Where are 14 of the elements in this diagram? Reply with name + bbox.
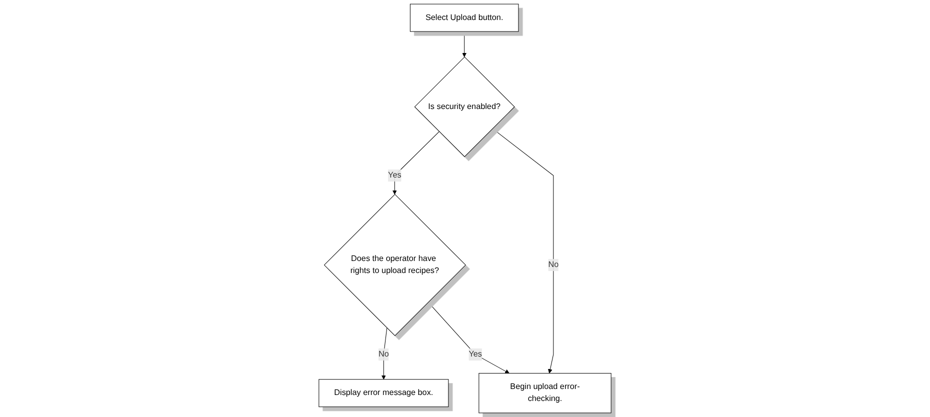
edge-label: No [378, 350, 389, 359]
arrow [428, 302, 510, 374]
node-box: Begin upload error-checking. [478, 373, 612, 414]
node-diamond: Is security enabled? [414, 56, 515, 158]
node-diamond: Does the operator have rights to upload recipes? [324, 194, 466, 336]
edge-label: Yes [388, 170, 402, 180]
arrow [492, 128, 554, 374]
node-box: Display error message box. [318, 379, 449, 408]
arrow [381, 328, 388, 380]
node-box: Select Upload button. [410, 4, 519, 32]
edge-label: No [548, 260, 559, 270]
arrow [392, 131, 440, 195]
edge-label: Yes [468, 350, 482, 359]
arrow [462, 31, 467, 58]
